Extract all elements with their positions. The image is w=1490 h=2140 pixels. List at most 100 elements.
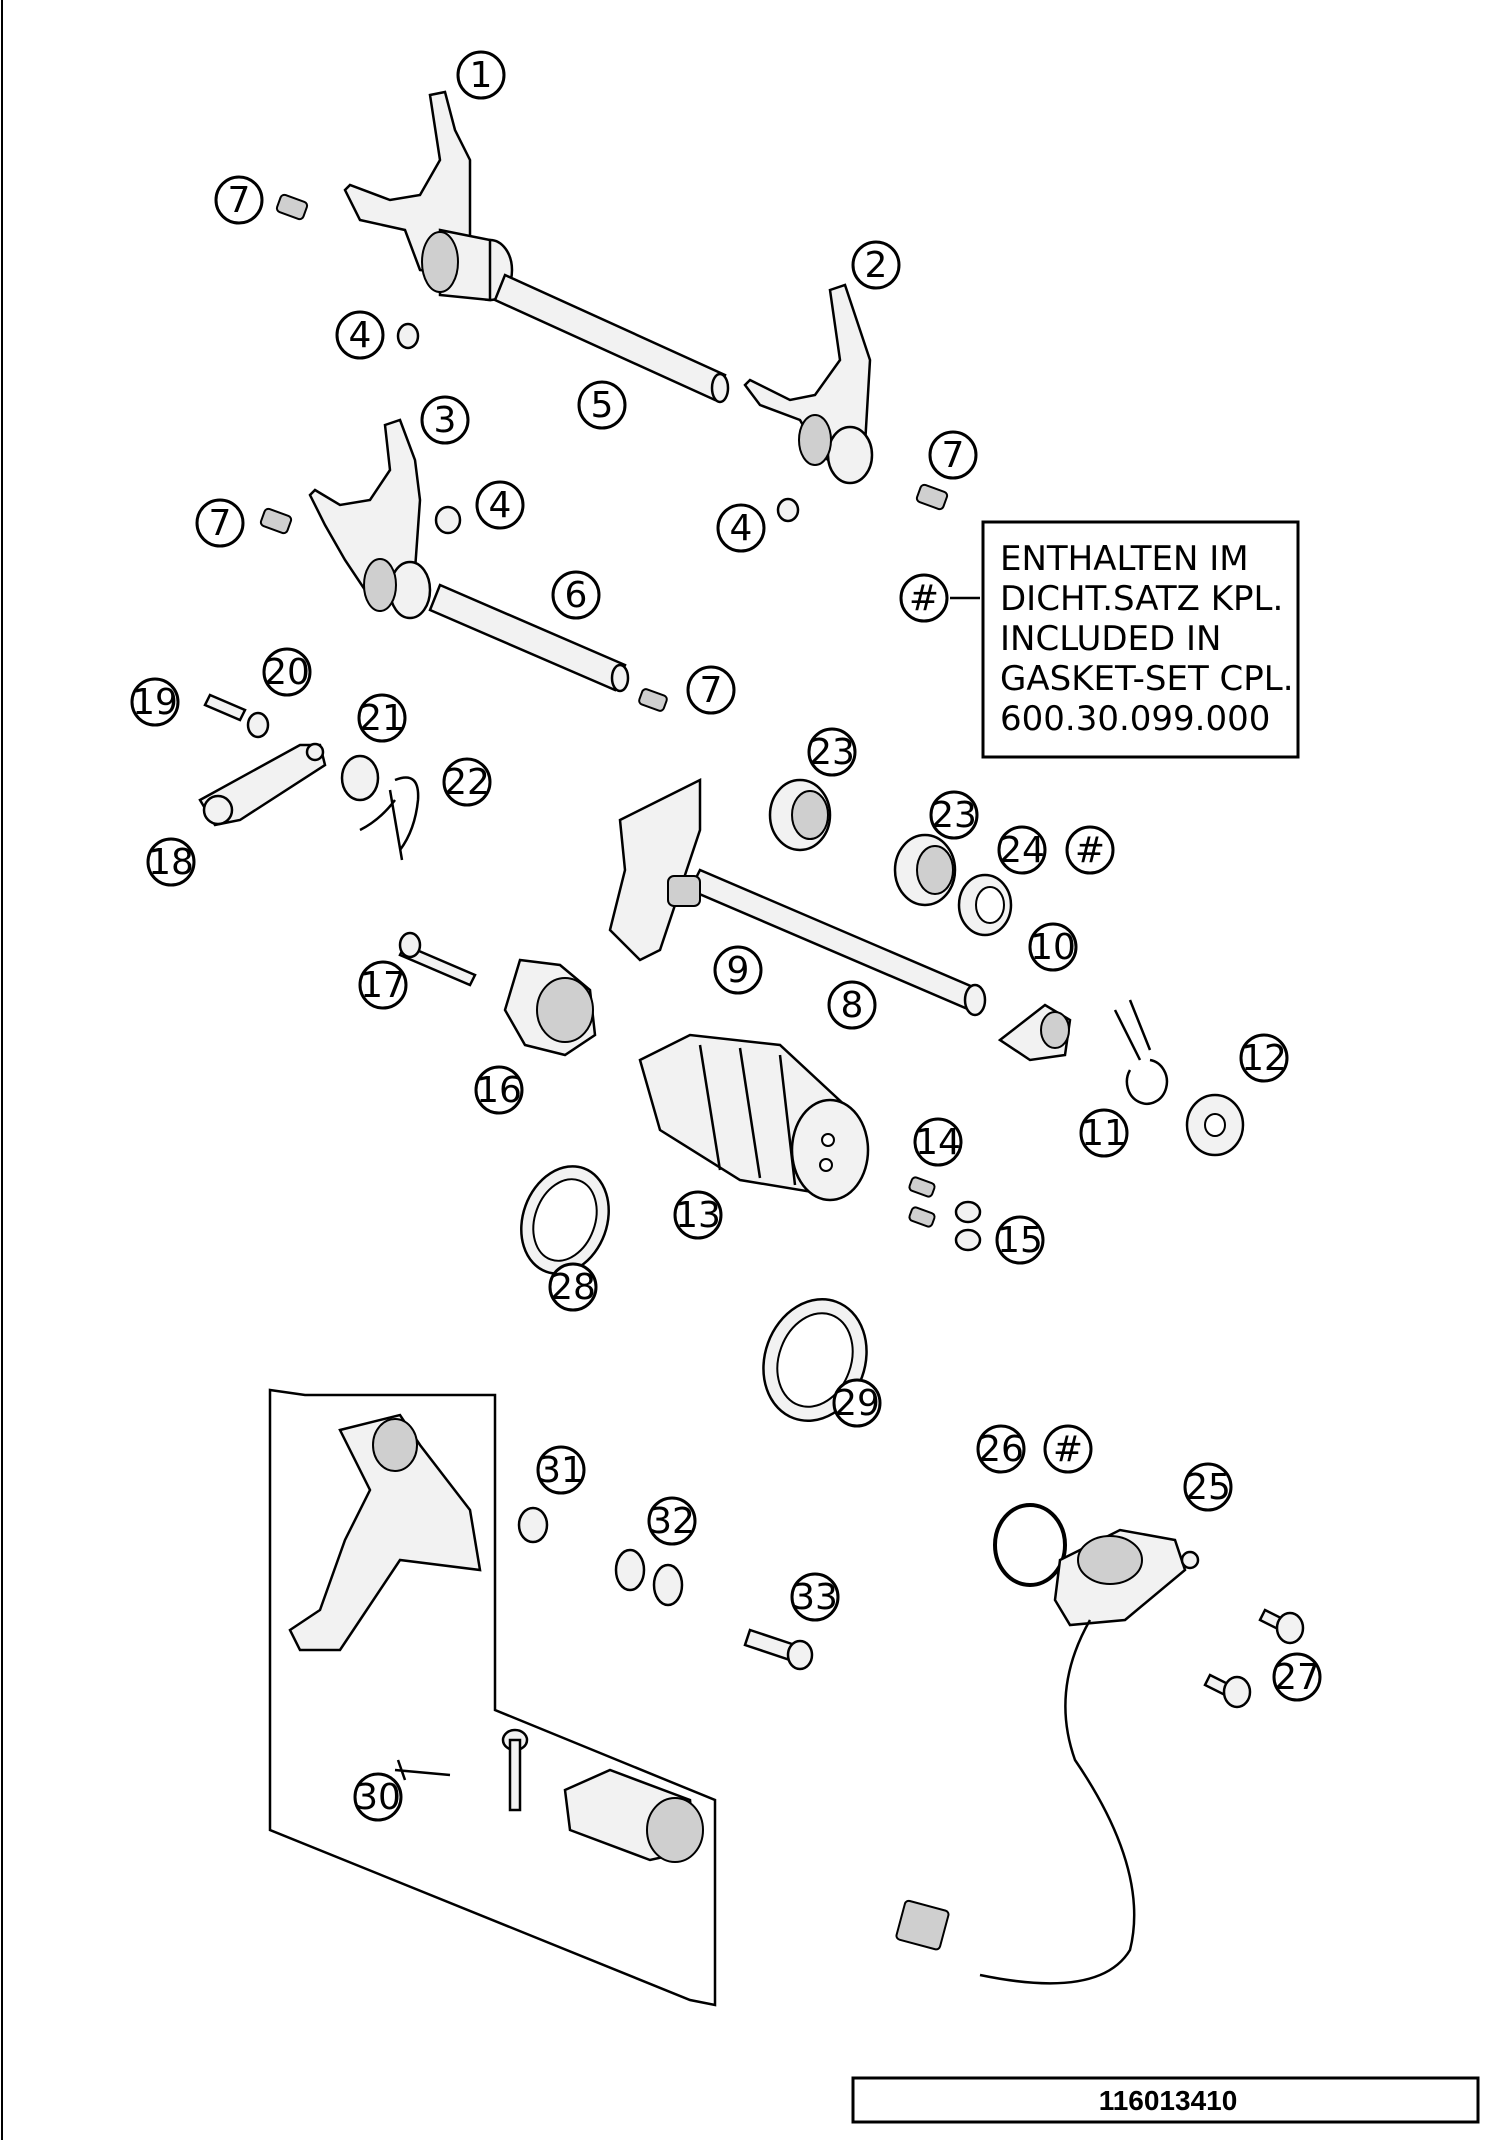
spring-11 xyxy=(1113,999,1169,1105)
callout-8: 8 xyxy=(827,980,877,1030)
callout-number: 10 xyxy=(1030,927,1076,968)
callout-number: 1 xyxy=(470,55,493,96)
callout-16: 16 xyxy=(474,1065,524,1115)
callout-23: 23 xyxy=(807,727,857,777)
callout-15: 15 xyxy=(995,1215,1045,1265)
lock-washer-32 xyxy=(614,1548,684,1607)
callout-circle xyxy=(353,1772,403,1822)
callout-gasket-marker: # xyxy=(899,573,949,623)
callout-circle xyxy=(997,825,1047,875)
callout-circle xyxy=(1183,1462,1233,1512)
callout-30: 30 xyxy=(353,1772,403,1822)
callout-number: 23 xyxy=(931,795,977,836)
callout-number: 6 xyxy=(565,575,588,616)
callout-number: 7 xyxy=(228,180,251,221)
callout-number: 7 xyxy=(209,503,232,544)
callout-circle xyxy=(807,727,857,777)
callout-14: 14 xyxy=(913,1117,963,1167)
callout-28: 28 xyxy=(548,1262,598,1312)
callout-circle xyxy=(673,1190,723,1240)
callout-9: 9 xyxy=(713,945,763,995)
callout-circle xyxy=(928,430,978,480)
callout-circle xyxy=(976,1424,1026,1474)
callout-4: 4 xyxy=(335,310,385,360)
callout-number: 23 xyxy=(809,732,855,773)
bearing-23 xyxy=(768,778,957,907)
callout-circle xyxy=(130,677,180,727)
callout-circle xyxy=(1272,1652,1322,1702)
callout-18: 18 xyxy=(146,837,196,887)
callout-circle xyxy=(536,1445,586,1495)
callout-5: 5 xyxy=(577,380,627,430)
callout-number: 19 xyxy=(132,682,178,723)
shift-shaft-8 xyxy=(608,777,987,1017)
callout-13: 13 xyxy=(673,1190,723,1240)
callout-circle xyxy=(357,693,407,743)
callout-7: 7 xyxy=(686,665,736,715)
note-line-2: DICHT.SATZ KPL. xyxy=(1000,579,1283,619)
callout-circle xyxy=(146,837,196,887)
callout-32: 32 xyxy=(647,1496,697,1546)
callout-number: 20 xyxy=(264,652,310,693)
note-line-4: GASKET-SET CPL. xyxy=(1000,659,1294,699)
callout-circle xyxy=(899,573,949,623)
callout-number: 3 xyxy=(434,400,457,441)
callout-7: 7 xyxy=(928,430,978,480)
callout-number: 7 xyxy=(942,435,965,476)
note-box xyxy=(981,520,1300,759)
callout-number: 4 xyxy=(730,508,753,549)
callout-number: 16 xyxy=(476,1070,522,1111)
callout-number: 22 xyxy=(444,762,490,803)
callout-number: 24 xyxy=(999,830,1045,871)
callout-31: 31 xyxy=(536,1445,586,1495)
callout-7: 7 xyxy=(214,175,264,225)
bush-21 xyxy=(340,754,420,861)
callout-25: 25 xyxy=(1183,1462,1233,1512)
callout-number: 17 xyxy=(360,965,406,1006)
callout-circle xyxy=(1043,1424,1093,1474)
callout-24: 24 xyxy=(997,825,1047,875)
spring-14 xyxy=(908,1176,982,1252)
callout-gasket-marker: # xyxy=(1043,1424,1093,1474)
note-line-1: ENTHALTEN IM xyxy=(1000,539,1249,579)
shift-fork-2 xyxy=(743,283,874,485)
callout-circle xyxy=(475,480,525,530)
callout-19: 19 xyxy=(130,677,180,727)
callout-7: 7 xyxy=(195,498,245,548)
callout-number: 21 xyxy=(359,698,405,739)
callout-number: 29 xyxy=(834,1383,880,1424)
callout-20: 20 xyxy=(262,647,312,697)
callout-circle xyxy=(716,503,766,553)
callout-number: 18 xyxy=(148,842,194,883)
footer-frame xyxy=(851,2076,1480,2124)
callout-2: 2 xyxy=(851,240,901,290)
callout-circle xyxy=(335,310,385,360)
shift-fork-1 xyxy=(343,90,514,302)
callout-17: 17 xyxy=(358,960,408,1010)
guide-10 xyxy=(997,1003,1072,1062)
washer-31 xyxy=(517,1506,549,1544)
note-line-5: 600.30.099.000 xyxy=(1000,699,1270,739)
spring-7 xyxy=(259,193,949,712)
callout-number: 14 xyxy=(915,1122,961,1163)
callout-number: 33 xyxy=(792,1577,838,1618)
callout-circle xyxy=(358,960,408,1010)
callout-number: 9 xyxy=(727,950,750,991)
shift-drum-13 xyxy=(638,1033,870,1202)
callout-circle xyxy=(474,1065,524,1115)
callout-circle xyxy=(262,647,312,697)
callout-circle xyxy=(929,790,979,840)
callout-number: 11 xyxy=(1081,1113,1127,1154)
callout-3: 3 xyxy=(420,395,470,445)
callout-10: 10 xyxy=(1028,922,1078,972)
callout-circle xyxy=(195,498,245,548)
callout-circle xyxy=(442,757,492,807)
callout-1: 1 xyxy=(456,50,506,100)
callout-26: 26 xyxy=(976,1424,1026,1474)
gear-sensor-25 xyxy=(895,1528,1200,1985)
callout-circle xyxy=(851,240,901,290)
shift-drum-star-16 xyxy=(503,958,597,1057)
callout-number: 12 xyxy=(1241,1038,1287,1079)
callout-number: # xyxy=(1053,1429,1083,1470)
